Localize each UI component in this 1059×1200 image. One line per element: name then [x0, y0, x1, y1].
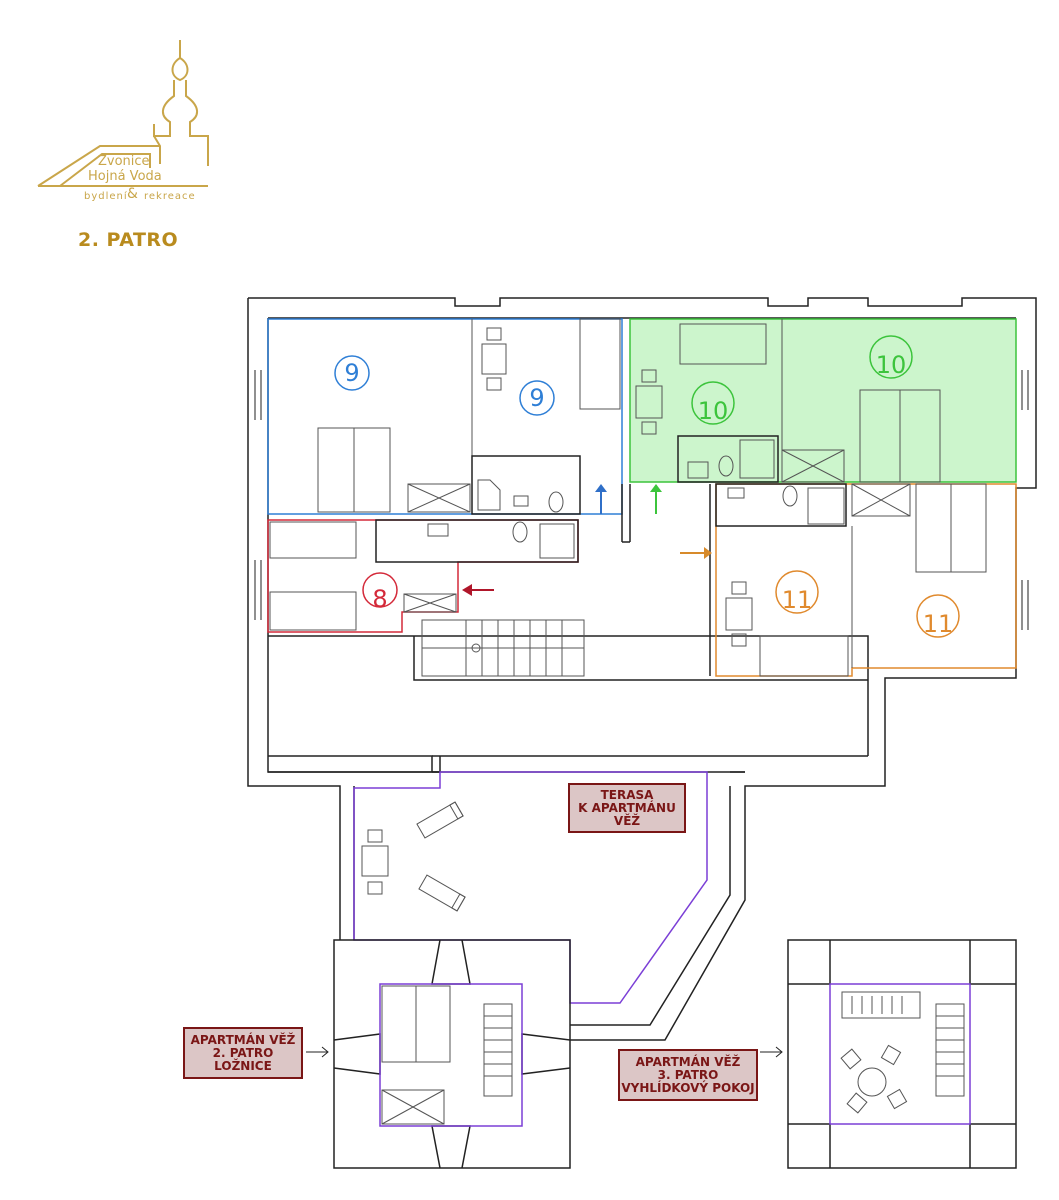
- logo-line3-left: bydlení: [84, 191, 128, 202]
- apartment-11-circle-b: [916, 594, 960, 638]
- terrace-furniture: [361, 801, 466, 912]
- apartment-9-area: [267, 318, 623, 515]
- logo: Zvonice Hojná Voda bydlení & rekreace: [30, 36, 220, 211]
- apartment-9-number-a: 9: [344, 359, 359, 387]
- tower-2-label: APARTMÁN VĚŽ 2. PATRO LOŽNICE: [183, 1027, 303, 1079]
- terrace-label: TERASA K APARTMÁNU VĚŽ: [568, 783, 686, 833]
- apartment-11-area: [715, 483, 1017, 677]
- apartment-10-circle-a: [691, 381, 735, 425]
- apartment-10-circle-b: [869, 335, 913, 379]
- tower-3-furniture: [840, 991, 965, 1114]
- floor-title: 2. PATRO: [78, 229, 179, 251]
- tower-3-label-line3: VYHLÍDKOVÝ POKOJ: [621, 1080, 755, 1095]
- label-arrows: [306, 1046, 783, 1058]
- staircase: [421, 619, 585, 677]
- terrace-label-line1: TERASA: [600, 787, 654, 802]
- tower-3-label-line2: 3. PATRO: [657, 1067, 719, 1082]
- apartment-11-number-b: 11: [923, 610, 954, 638]
- logo-line3-right: rekreace: [144, 191, 196, 202]
- tower-3-room: [829, 983, 971, 1125]
- apartment-10-area: [629, 318, 1017, 483]
- tower-3-label: APARTMÁN VĚŽ 3. PATRO VYHLÍDKOVÝ POKOJ: [618, 1049, 758, 1101]
- apartment-9-number-b: 9: [529, 384, 544, 412]
- apartment-11-furniture: [715, 483, 987, 677]
- apartment-8-circle: [362, 572, 398, 608]
- tower-2-label-line3: LOŽNICE: [214, 1058, 272, 1073]
- entrance-arrows: [462, 484, 712, 596]
- apartment-8-furniture: [269, 519, 579, 631]
- church-logo-icon: [37, 40, 209, 187]
- apartment-9-circle-a: [334, 355, 370, 391]
- tower-2-room: [379, 983, 523, 1127]
- logo-line2: Hojná Voda: [88, 169, 162, 184]
- apartment-9-circle-b: [519, 380, 555, 416]
- window-marks: [254, 370, 1029, 630]
- apartment-10-number-a: 10: [698, 397, 729, 425]
- terrace-label-line2: K APARTMÁNU: [578, 800, 676, 815]
- apartment-10-number-b: 10: [876, 351, 907, 379]
- apartment-11-number-a: 11: [782, 586, 813, 614]
- logo-ampersand: &: [127, 186, 138, 202]
- apartment-8-area: [267, 519, 579, 633]
- apartment-9-furniture: [317, 318, 621, 515]
- terrace-label-line3: VĚŽ: [613, 813, 641, 828]
- tower-2-walls: [333, 939, 571, 1169]
- tower-3-label-line1: APARTMÁN VĚŽ: [635, 1054, 741, 1069]
- tower-2-label-line2: 2. PATRO: [212, 1045, 274, 1060]
- apartment-10-furniture: [635, 319, 941, 483]
- tower-2-furniture: [381, 985, 513, 1125]
- tower-3-walls: [787, 939, 1017, 1169]
- tower-2-label-line1: APARTMÁN VĚŽ: [190, 1032, 296, 1047]
- apartment-8-number: 8: [372, 585, 387, 613]
- corridor-walls: [621, 484, 711, 676]
- apartment-11-circle-a: [775, 570, 819, 614]
- logo-line1: Zvonice: [98, 154, 150, 169]
